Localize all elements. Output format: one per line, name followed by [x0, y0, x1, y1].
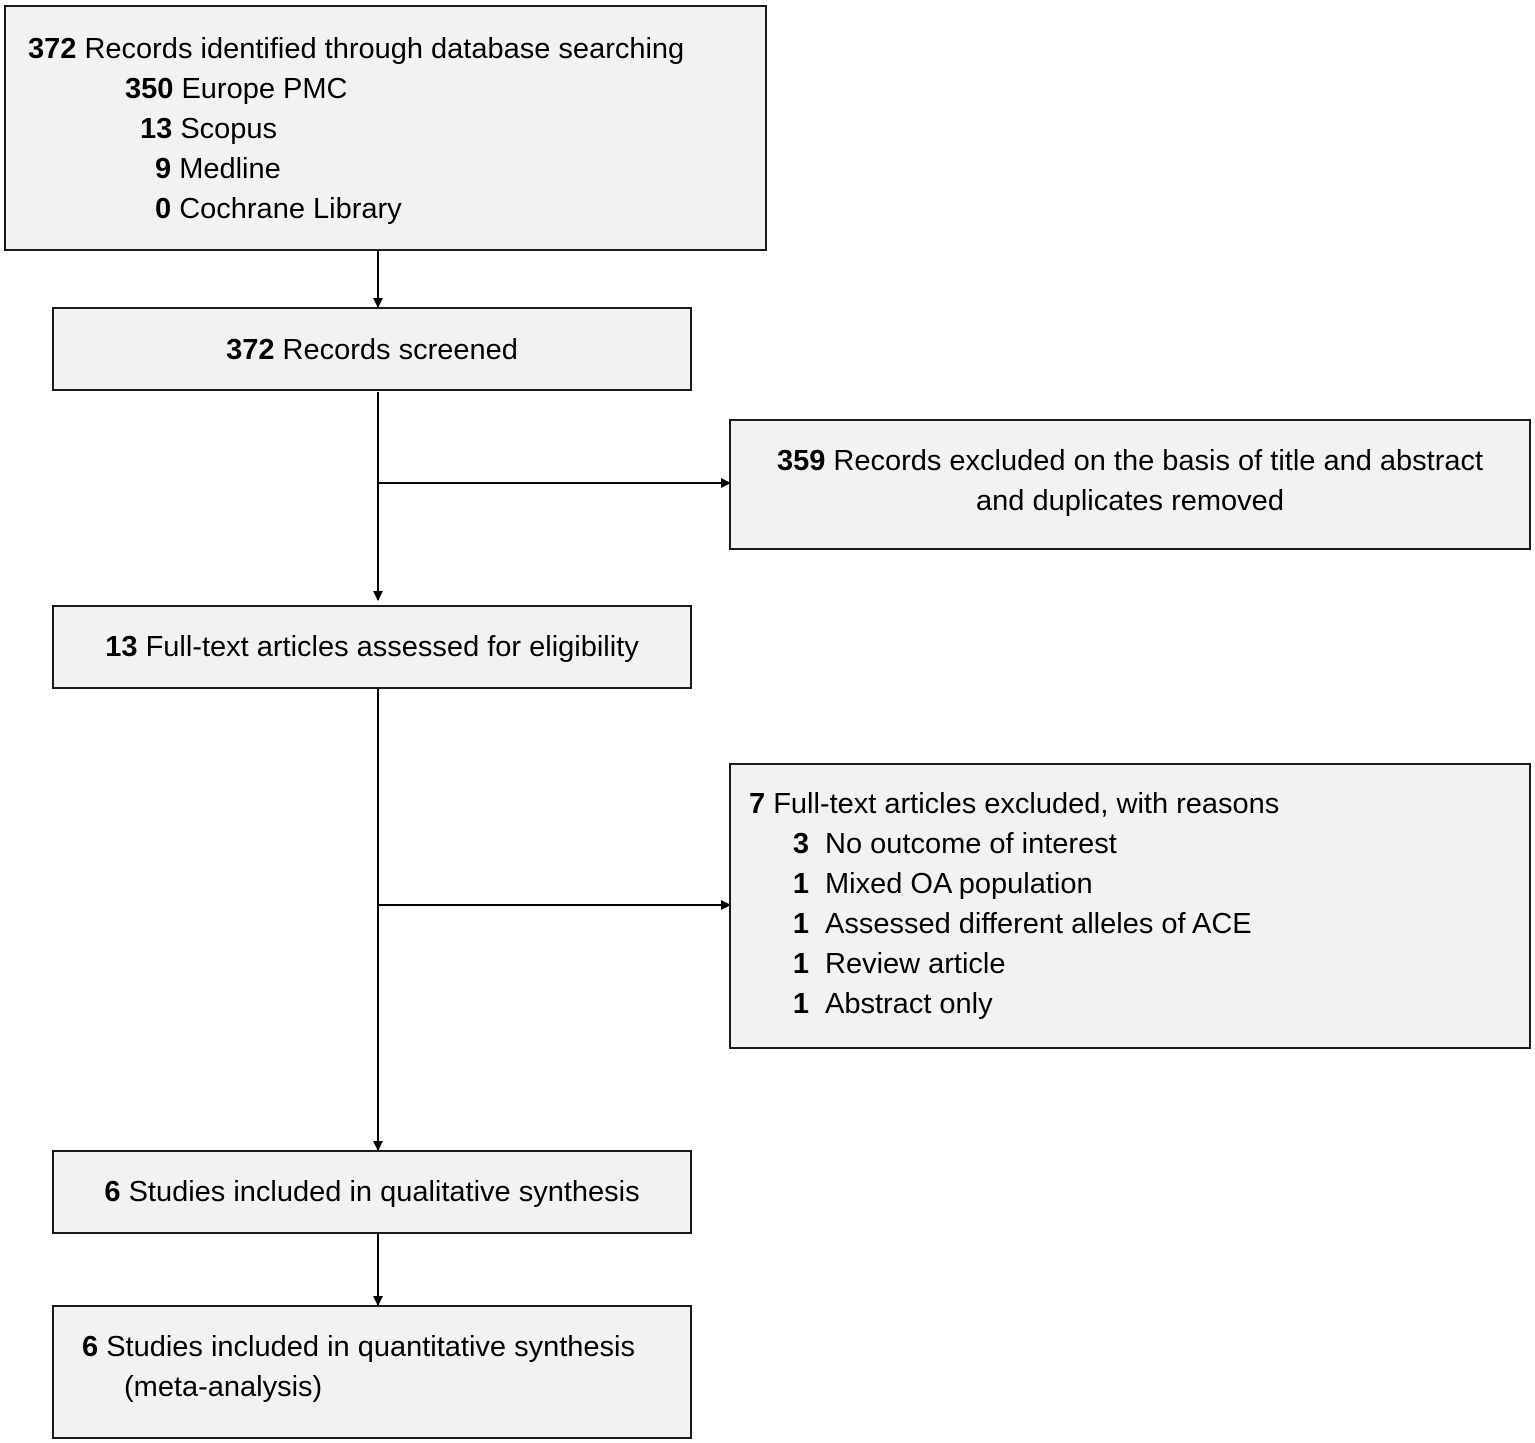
quantitative-box: 6 Studies included in quantitative synth… [52, 1305, 692, 1439]
quantitative-line1: 6 Studies included in quantitative synth… [82, 1327, 690, 1367]
eligibility-text: 13 Full-text articles assessed for eligi… [54, 627, 690, 667]
reason-count: 3 [792, 828, 809, 860]
excluded-screening-label-line2: and duplicates removed [976, 485, 1284, 517]
excluded-screening-count: 359 [776, 445, 826, 477]
reason-row: 1 Review article [749, 944, 1529, 984]
excluded-fulltext-count: 7 [749, 788, 766, 820]
qualitative-text: 6 Studies included in qualitative synthe… [54, 1172, 690, 1212]
excluded-screening-box: 359 Records excluded on the basis of tit… [729, 419, 1531, 550]
screened-count: 372 [226, 334, 275, 366]
qualitative-label: Studies included in qualitative synthesi… [128, 1176, 640, 1208]
source-row: 0 Cochrane Library [28, 189, 765, 229]
screened-text: 372 Records screened [54, 330, 690, 370]
reason-count: 1 [792, 948, 809, 980]
excluded-screening-label-line1: Records excluded on the basis of title a… [833, 445, 1484, 477]
excluded-screening-line1: 359 Records excluded on the basis of tit… [731, 441, 1529, 481]
identification-total-label: Records identified through database sear… [84, 33, 685, 65]
screened-box: 372 Records screened [52, 307, 692, 391]
quantitative-label-line1: Studies included in quantitative synthes… [106, 1331, 635, 1363]
reason-label: Abstract only [825, 988, 993, 1020]
source-count: 13 [140, 113, 173, 145]
reason-label: Review article [825, 948, 1006, 980]
source-row: 13 Scopus [28, 109, 765, 149]
excluded-fulltext-box: 7 Full-text articles excluded, with reas… [729, 763, 1531, 1049]
identification-total: 372 Records identified through database … [28, 29, 765, 69]
identification-total-count: 372 [28, 33, 77, 65]
eligibility-count: 13 [105, 631, 138, 663]
qualitative-box: 6 Studies included in qualitative synthe… [52, 1150, 692, 1234]
reason-label: No outcome of interest [825, 828, 1117, 860]
reason-row: 3 No outcome of interest [749, 824, 1529, 864]
reason-count: 1 [792, 908, 809, 940]
screened-label: Records screened [282, 334, 518, 366]
quantitative-count: 6 [82, 1331, 99, 1363]
source-count: 350 [125, 73, 174, 105]
qualitative-count: 6 [104, 1176, 121, 1208]
identification-box: 372 Records identified through database … [4, 5, 767, 251]
reason-label: Assessed different alleles of ACE [825, 908, 1252, 940]
source-row: 9 Medline [28, 149, 765, 189]
source-label: Medline [179, 153, 281, 185]
reason-row: 1 Mixed OA population [749, 864, 1529, 904]
quantitative-label-line2: (meta-analysis) [124, 1371, 323, 1403]
source-label: Cochrane Library [179, 193, 402, 225]
source-label: Europe PMC [181, 73, 348, 105]
reason-count: 1 [792, 868, 809, 900]
reason-row: 1 Abstract only [749, 984, 1529, 1024]
excluded-fulltext-heading: 7 Full-text articles excluded, with reas… [749, 784, 1529, 824]
reason-label: Mixed OA population [825, 868, 1093, 900]
reason-count: 1 [792, 988, 809, 1020]
reason-row: 1 Assessed different alleles of ACE [749, 904, 1529, 944]
source-label: Scopus [180, 113, 278, 145]
source-count: 9 [155, 153, 172, 185]
source-row: 350 Europe PMC [28, 69, 765, 109]
source-count: 0 [155, 193, 172, 225]
eligibility-label: Full-text articles assessed for eligibil… [145, 631, 639, 663]
eligibility-box: 13 Full-text articles assessed for eligi… [52, 605, 692, 689]
excluded-fulltext-label: Full-text articles excluded, with reason… [773, 788, 1280, 820]
